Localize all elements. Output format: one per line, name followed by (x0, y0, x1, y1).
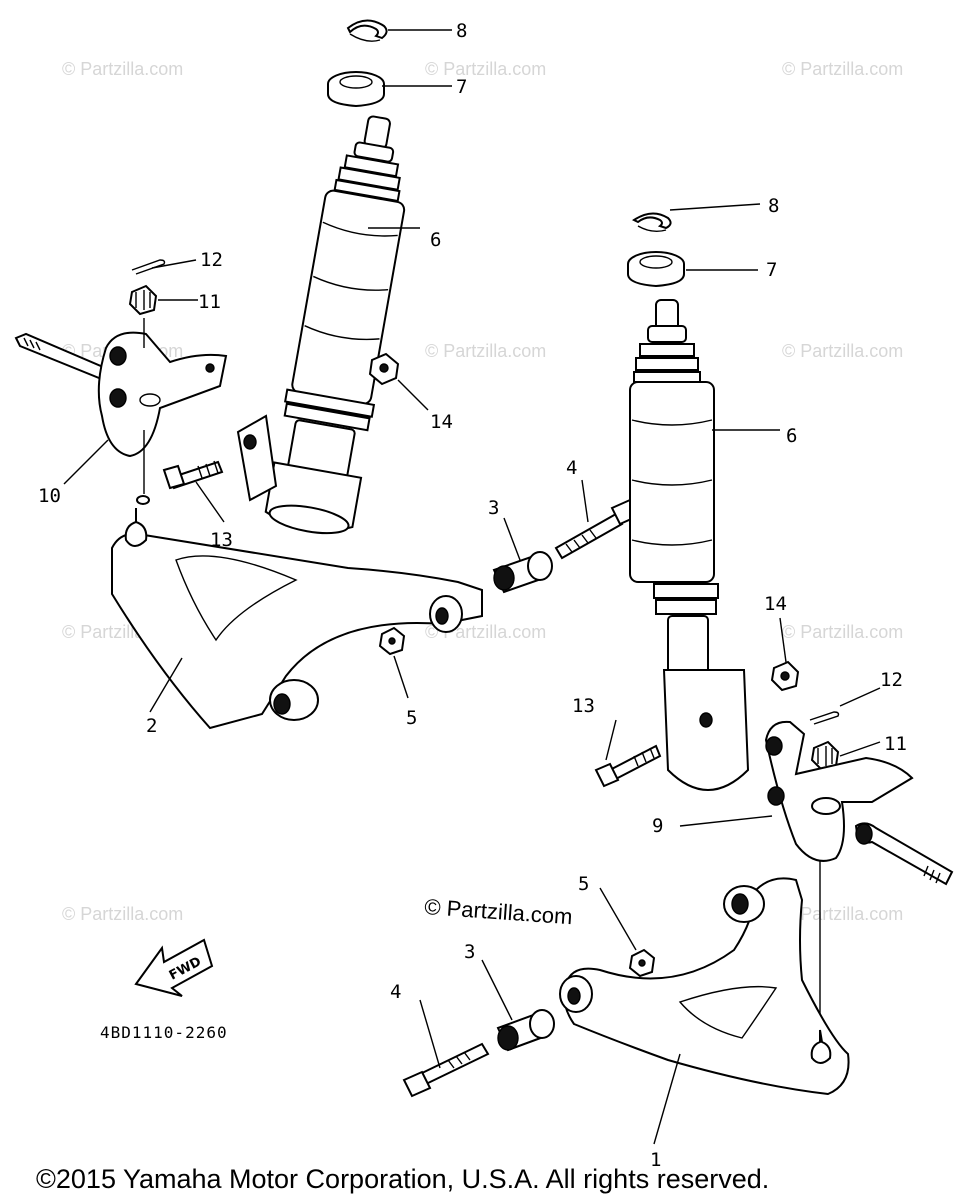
callout-5: 5 (406, 707, 417, 729)
knuckle-10-left (14, 331, 228, 458)
callout-3: 3 (488, 497, 499, 519)
callout-4: 4 (566, 457, 577, 479)
callout-6: 6 (786, 425, 797, 447)
callout-9: 9 (652, 815, 663, 837)
bolt-13-right (594, 744, 662, 788)
diagram-part-code: 4BD1110-2260 (100, 1023, 228, 1042)
watermark: © Partzilla.com (782, 622, 903, 642)
callout-2: 2 (146, 715, 157, 737)
callout-12: 12 (200, 249, 223, 271)
callout-11: 11 (884, 733, 907, 755)
bushing-3-bottom (496, 1009, 555, 1052)
callout-14: 14 (764, 593, 787, 615)
callout-8: 8 (768, 195, 779, 217)
copyright-notice: ©2015 Yamaha Motor Corporation, U.S.A. A… (36, 1164, 769, 1194)
nut-5-center (378, 626, 406, 656)
bolt-13-left (162, 460, 224, 490)
callout-10: 10 (38, 485, 61, 507)
shock-absorber-6-right (629, 299, 750, 791)
callout-4: 4 (390, 981, 401, 1003)
callout-13: 13 (210, 529, 233, 551)
nut-14-right (770, 660, 800, 692)
callout-8: 8 (456, 20, 467, 42)
callout-14: 14 (430, 411, 453, 433)
callout-7: 7 (456, 76, 467, 98)
spring-seat-7-left (327, 71, 385, 108)
lower-arm-2-left (111, 495, 483, 730)
callout-5: 5 (578, 873, 589, 895)
watermark: © Partzilla.com (62, 904, 183, 924)
shock-mount-bracket-left (236, 414, 278, 502)
callout-6: 6 (430, 229, 441, 251)
nut-5-right (628, 948, 656, 978)
bolt-4-center (554, 498, 640, 560)
leader-lines (63, 29, 881, 1145)
lower-arm-1-right (559, 877, 850, 1096)
castle-nut-11-left (128, 284, 158, 316)
partzilla-mark: © Partzilla.com (424, 894, 574, 929)
bolt-4-bottom (402, 1042, 490, 1098)
watermark: © Partzilla.com (425, 341, 546, 361)
cotter-pin-12-right (809, 711, 840, 725)
callout-7: 7 (766, 259, 777, 281)
watermark: © Partzilla.com (62, 59, 183, 79)
shock-absorber-6-left (264, 115, 406, 535)
callout-12: 12 (880, 669, 903, 691)
forward-arrow-icon: FWD (134, 938, 214, 997)
watermark: © Partzilla.com (782, 341, 903, 361)
callout-numbers: 8 7 6 12 11 14 10 13 2 5 3 4 8 7 6 14 12… (38, 20, 907, 1171)
watermark: © Partzilla.com (782, 59, 903, 79)
callout-11: 11 (198, 291, 221, 313)
watermark: © Partzilla.com (425, 59, 546, 79)
nut-14-left (368, 352, 400, 386)
circlip-8-right (632, 212, 672, 233)
spring-seat-7-right (627, 251, 685, 288)
knuckle-9-right (764, 720, 954, 886)
callout-3: 3 (464, 941, 475, 963)
callout-1: 1 (650, 1149, 661, 1171)
callout-13: 13 (572, 695, 595, 717)
cotter-pin-12-left (131, 259, 166, 275)
circlip-8-left (346, 19, 388, 42)
watermark: © Partzilla.com (782, 904, 903, 924)
bushing-3-center (492, 551, 553, 594)
